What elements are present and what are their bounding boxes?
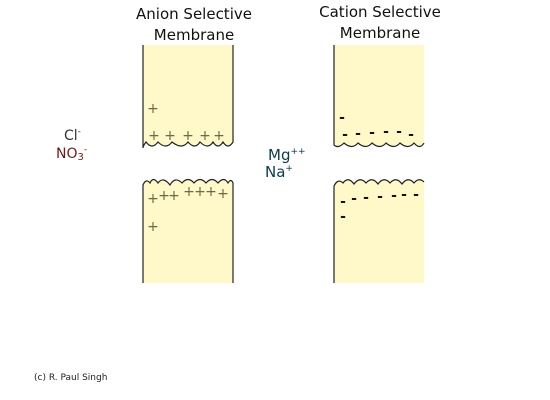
positive-charge-mark: + (182, 128, 194, 144)
negative-charge-mark: - (342, 127, 348, 143)
positive-charge-mark: + (164, 128, 176, 144)
negative-charge-mark: - (339, 110, 345, 126)
anion-membrane-upper-outline (142, 45, 234, 149)
negative-charge-mark: - (396, 124, 402, 140)
negative-charge-mark: - (391, 188, 397, 204)
cation-membrane-title: Cation Selective Membrane (319, 3, 441, 42)
negative-charge-mark: - (401, 187, 407, 203)
sodium-ion-label: Na+ (265, 163, 293, 181)
chloride-ion-label: Cl- (64, 127, 81, 145)
positive-charge-mark: + (194, 184, 206, 200)
negative-charge-mark: - (351, 191, 357, 207)
positive-charge-mark: + (148, 128, 160, 144)
negative-charge-mark: - (377, 189, 383, 205)
positive-charge-mark: + (205, 184, 217, 200)
negative-charge-mark: - (413, 187, 419, 203)
positive-charge-mark: + (158, 188, 170, 204)
cation-membrane-upper-outline (333, 45, 425, 148)
anion-membrane-lower (143, 179, 233, 283)
positive-charge-mark: + (147, 101, 159, 117)
positive-charge-mark: + (213, 128, 225, 144)
anion-membrane-upper (143, 45, 233, 148)
positive-charge-mark: + (147, 191, 159, 207)
fixed-negative-charges: --------------- (339, 110, 419, 225)
positive-charge-mark: + (147, 219, 159, 235)
positive-charge-mark: + (199, 128, 211, 144)
negative-charge-mark: - (355, 126, 361, 142)
negative-charge-mark: - (340, 194, 346, 210)
magnesium-ion-label: Mg++ (268, 146, 306, 164)
cation-membrane-lower (334, 179, 424, 283)
cation-membrane-lower-outline (333, 179, 425, 283)
anion-membrane-title: Anion Selective Membrane (136, 5, 252, 44)
negative-charge-mark: - (383, 124, 389, 140)
negative-charge-mark: - (363, 190, 369, 206)
fixed-positive-charges: ++++++++++++++ (147, 101, 229, 235)
nitrate-ion-label: NO3- (56, 145, 88, 163)
positive-charge-mark: + (183, 184, 195, 200)
anion-membrane-lower-outline (142, 178, 234, 283)
copyright-credit: (c) R. Paul Singh (34, 373, 108, 383)
positive-charge-mark: + (168, 188, 180, 204)
positive-charge-mark: + (217, 186, 229, 202)
negative-charge-mark: - (340, 209, 346, 225)
cation-membrane-upper (334, 45, 424, 147)
negative-charge-mark: - (408, 127, 414, 143)
negative-charge-mark: - (369, 125, 375, 141)
